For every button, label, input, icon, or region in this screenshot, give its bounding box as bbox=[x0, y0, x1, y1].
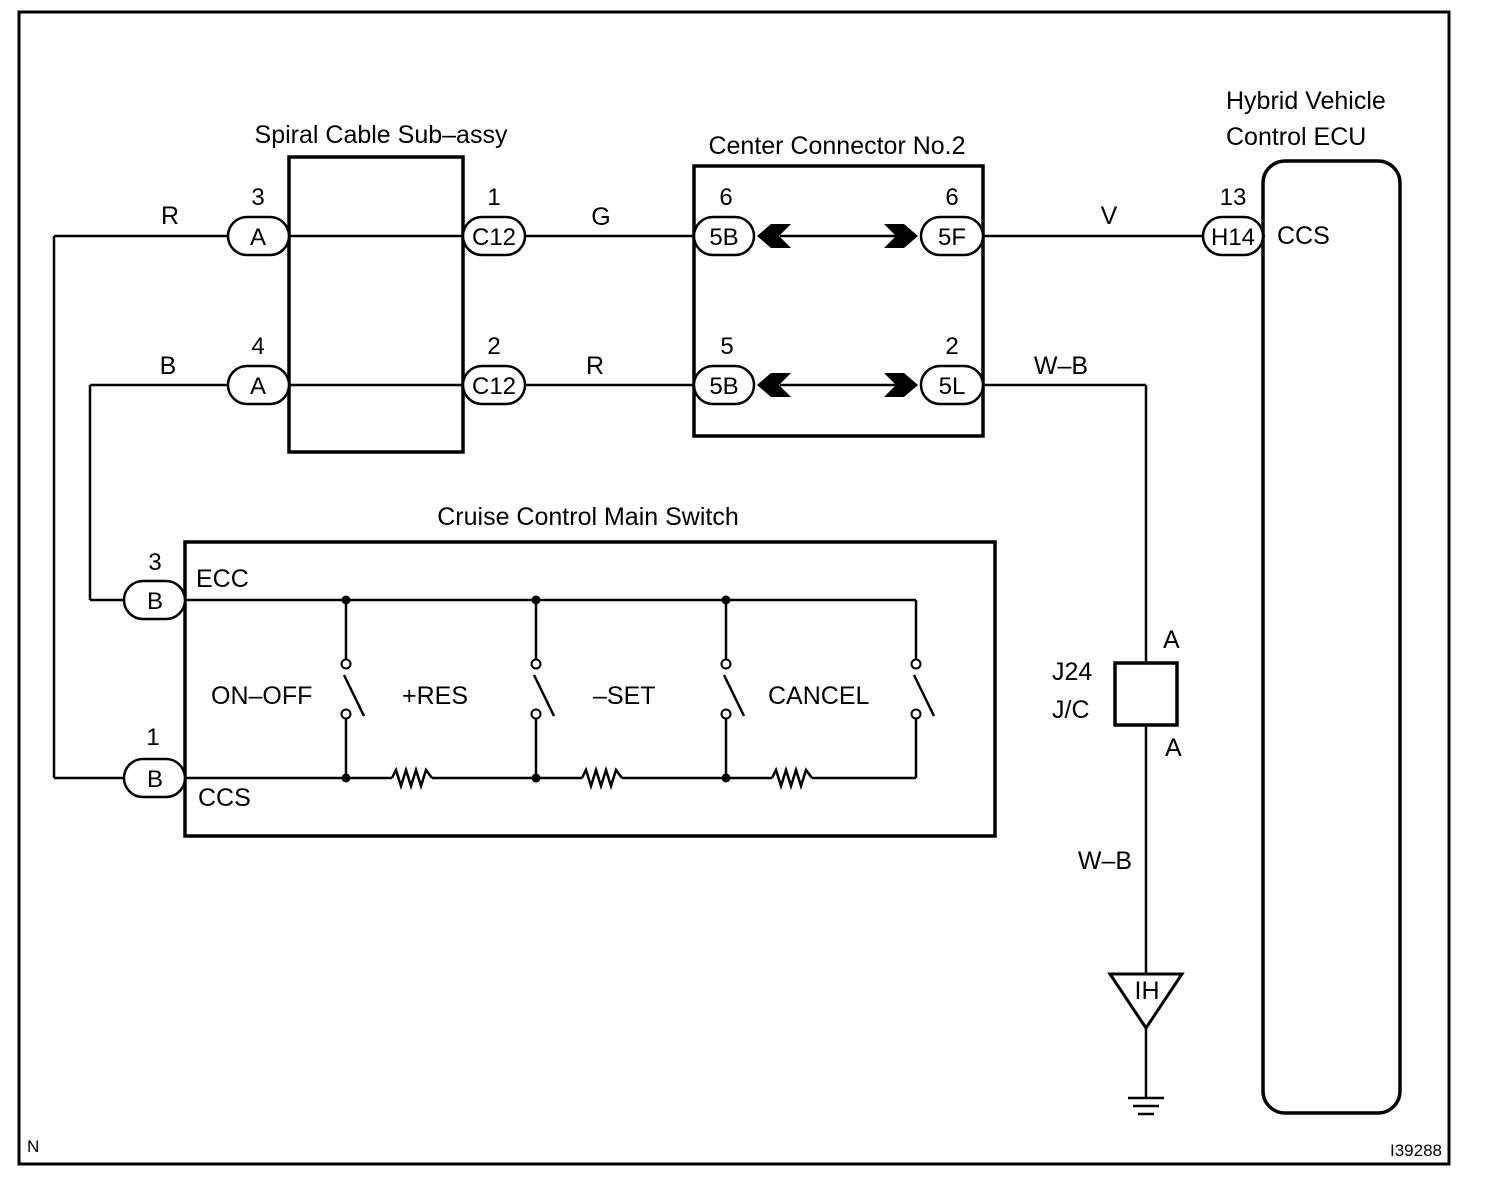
connector-5f-label: 5F bbox=[938, 224, 966, 251]
connector-5l-pin: 2 bbox=[945, 333, 958, 360]
ecu-label-line1: Hybrid Vehicle bbox=[1226, 87, 1386, 115]
connector-c12-top-pin: 1 bbox=[487, 184, 500, 211]
connector-a-bot-label: A bbox=[250, 373, 266, 400]
junction-pin-bot: A bbox=[1165, 734, 1182, 762]
wire-label-r-mid: R bbox=[586, 352, 604, 380]
switch-label-cancel: CANCEL bbox=[768, 682, 870, 710]
connector-b-bot-label: B bbox=[147, 766, 163, 793]
chevron-right-bot bbox=[884, 373, 918, 397]
connector-a-bot bbox=[226, 364, 291, 406]
corner-mark-left: N bbox=[27, 1137, 39, 1156]
junction-pin-top: A bbox=[1163, 626, 1180, 654]
connector-a-top-label: A bbox=[250, 224, 266, 251]
switch-label-on-off: ON–OFF bbox=[211, 682, 312, 710]
ecu-box bbox=[1261, 159, 1402, 1115]
connector-5b-top bbox=[692, 215, 756, 257]
ground-icon bbox=[1128, 1096, 1164, 1116]
ground-point-label: IH bbox=[1135, 977, 1160, 1005]
switch-label-set: –SET bbox=[593, 682, 656, 710]
chevron-right-top bbox=[884, 224, 918, 248]
chevron-left-bot bbox=[757, 373, 791, 397]
connector-b-bot bbox=[122, 757, 187, 799]
switch-contact-res bbox=[530, 595, 556, 783]
connector-c12-bot-label: C12 bbox=[472, 373, 516, 400]
main-switch-label: Cruise Control Main Switch bbox=[437, 503, 739, 531]
connector-5b-top-label: 5B bbox=[709, 224, 738, 251]
connector-a-top bbox=[226, 215, 291, 257]
connector-c12-bot-pin: 2 bbox=[487, 333, 500, 360]
connector-5b-top-pin: 6 bbox=[719, 184, 732, 211]
connector-5l bbox=[919, 364, 985, 406]
center-connector-label: Center Connector No.2 bbox=[708, 132, 965, 160]
connector-5f bbox=[919, 215, 985, 257]
resistor-3 bbox=[770, 765, 813, 791]
resistor-2 bbox=[580, 765, 623, 791]
wire-label-g: G bbox=[591, 203, 610, 231]
connector-5b-bot-pin: 5 bbox=[720, 333, 733, 360]
switch-contact-cancel bbox=[910, 600, 936, 778]
figure-code: I39288 bbox=[1390, 1141, 1442, 1160]
connector-c12-top bbox=[461, 215, 527, 257]
connector-h14 bbox=[1201, 215, 1265, 257]
wire-label-wb-top: W–B bbox=[1034, 352, 1088, 380]
connector-a-bot-pin: 4 bbox=[251, 333, 264, 360]
wire-label-v: V bbox=[1101, 202, 1118, 230]
connector-b-bot-pin: 1 bbox=[146, 724, 159, 751]
connector-h14-label: H14 bbox=[1211, 224, 1255, 251]
connector-c12-top-label: C12 bbox=[472, 224, 516, 251]
resistor-1 bbox=[390, 765, 433, 791]
connector-5b-bot-label: 5B bbox=[709, 373, 738, 400]
diagram-frame bbox=[17, 10, 1451, 1166]
ecu-ccs-terminal: CCS bbox=[1277, 222, 1330, 250]
switch-ecc-terminal: ECC bbox=[196, 565, 249, 593]
wire-label-b-mid: B bbox=[160, 352, 177, 380]
spiral-cable-box bbox=[287, 155, 465, 454]
switch-ccs-terminal: CCS bbox=[198, 784, 251, 812]
connector-b-top bbox=[122, 579, 187, 621]
switch-label-res: +RES bbox=[402, 682, 468, 710]
junction-connector-j24 bbox=[1113, 661, 1179, 727]
connector-5b-bot bbox=[692, 364, 756, 406]
connector-b-top-label: B bbox=[147, 588, 163, 615]
switch-contact-set bbox=[720, 595, 746, 783]
spiral-cable-label: Spiral Cable Sub–assy bbox=[255, 121, 508, 149]
wire-label-wb-bot: W–B bbox=[1078, 847, 1132, 875]
connector-b-top-pin: 3 bbox=[148, 549, 161, 576]
ground-point-triangle bbox=[1107, 972, 1185, 1031]
switch-contact-on-off bbox=[340, 595, 366, 783]
connector-5f-pin: 6 bbox=[945, 184, 958, 211]
chevron-left-top bbox=[757, 224, 791, 248]
connector-c12-bot bbox=[461, 364, 527, 406]
junction-label-line2: J/C bbox=[1052, 696, 1090, 724]
connector-5l-label: 5L bbox=[939, 373, 966, 400]
junction-label-line1: J24 bbox=[1052, 658, 1092, 686]
main-switch-box bbox=[183, 540, 997, 838]
connector-a-top-pin: 3 bbox=[251, 184, 264, 211]
wire-label-r-top: R bbox=[161, 202, 179, 230]
connector-h14-pin: 13 bbox=[1220, 184, 1247, 211]
center-connector-box bbox=[692, 164, 985, 438]
ecu-label-line2: Control ECU bbox=[1226, 123, 1366, 151]
